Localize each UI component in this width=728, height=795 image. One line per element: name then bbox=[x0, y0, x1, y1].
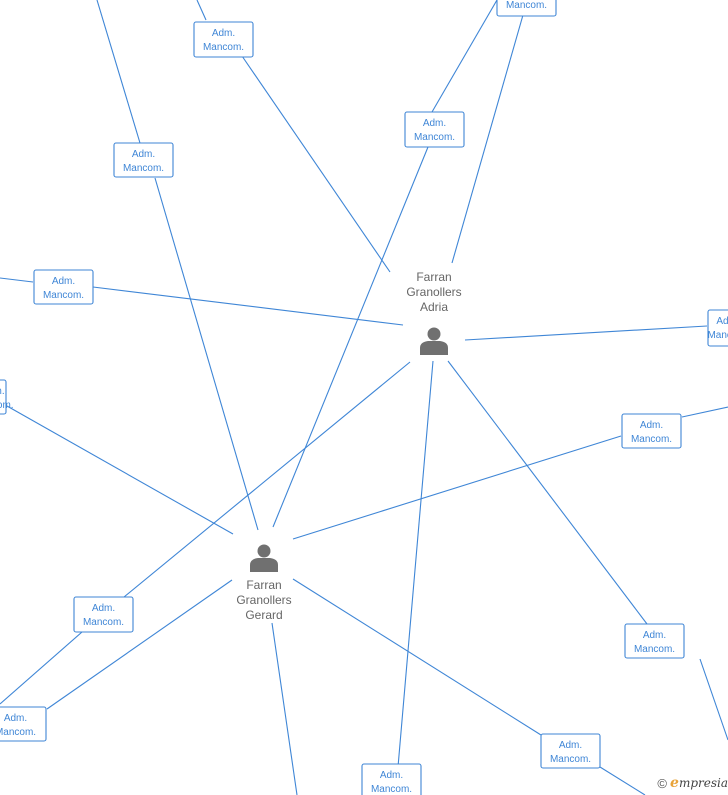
edge-line bbox=[96, 0, 141, 144]
role-box-adm-mancom[interactable]: Adm. Mancom. bbox=[0, 706, 47, 742]
role-label-line2: Mancom. bbox=[414, 132, 455, 143]
role-box-adm-mancom[interactable]: Adm. Mancom. bbox=[361, 763, 422, 795]
person-name-line: Adria bbox=[420, 300, 448, 314]
person-name-line: Gerard bbox=[245, 608, 282, 622]
role-label-line2: Mancom. bbox=[43, 290, 84, 301]
role-label-line2: Mancom. bbox=[83, 617, 124, 628]
role-label-line2: Mancom. bbox=[631, 434, 672, 445]
edge-line bbox=[6, 405, 234, 535]
edge-line bbox=[196, 0, 207, 21]
role-box-frame bbox=[0, 379, 7, 415]
edge-line bbox=[0, 631, 83, 705]
edge-line bbox=[292, 578, 542, 736]
person-name-line: Farran bbox=[416, 270, 451, 284]
role-label-line2: Mancom. bbox=[506, 0, 547, 11]
role-box-adm-mancom[interactable]: Adm. Mancom. bbox=[33, 269, 94, 305]
edge-line bbox=[271, 622, 298, 795]
role-box-adm-mancom[interactable]: Adm. Mancom. bbox=[540, 733, 601, 769]
edge-line bbox=[241, 55, 391, 273]
edge-line bbox=[292, 435, 622, 540]
role-label-line1: Adm. bbox=[0, 386, 5, 397]
role-box-frame bbox=[624, 623, 685, 659]
role-box-adm-mancom[interactable]: Adm. Mancom. bbox=[624, 623, 685, 659]
person-name-line: Farran bbox=[246, 578, 281, 592]
role-box-frame bbox=[361, 763, 422, 795]
role-label-line2: Mancom. bbox=[0, 727, 36, 738]
role-box-frame bbox=[0, 706, 47, 742]
person-name-line: Granollers bbox=[406, 285, 461, 299]
role-box-frame bbox=[496, 0, 557, 17]
role-label-line1: Adm. bbox=[212, 28, 235, 39]
role-label-line2: Mancom. bbox=[0, 400, 14, 411]
edge-line bbox=[447, 360, 648, 625]
role-label-line1: Adm. bbox=[640, 420, 663, 431]
edge-line bbox=[699, 658, 728, 741]
role-box-adm-mancom[interactable]: Adm. Mancom. bbox=[73, 596, 134, 633]
role-box-adm-mancom[interactable]: Adm. Mancom. bbox=[193, 21, 254, 58]
copyright-symbol: © bbox=[657, 775, 668, 791]
edge-line bbox=[681, 406, 728, 418]
role-label-line1: Adm. bbox=[716, 316, 728, 327]
role-label-line2: Mancom. bbox=[550, 754, 591, 765]
edge-line bbox=[451, 14, 524, 264]
empresia-watermark: © empresia bbox=[657, 775, 728, 791]
person-icon bbox=[250, 544, 278, 572]
role-label-line2: Mancom. bbox=[634, 644, 675, 655]
edge-line bbox=[0, 277, 34, 283]
role-label-line1: Adm. bbox=[559, 740, 582, 751]
role-label-line1: Adm. bbox=[643, 630, 666, 641]
role-label-line1: Adm. bbox=[92, 603, 115, 614]
role-box-adm-mancom[interactable]: Adm. Mancom. bbox=[621, 413, 682, 449]
edge-line bbox=[46, 579, 233, 710]
role-label-line1: Adm. bbox=[132, 149, 155, 160]
role-label-line1: Adm. bbox=[52, 276, 75, 287]
role-box-adm-mancom[interactable]: Adm. Mancom. bbox=[113, 142, 174, 178]
role-label-line2: Mancom. bbox=[707, 330, 728, 341]
role-label-line1: Adm. bbox=[423, 118, 446, 129]
edge-line bbox=[599, 766, 646, 795]
role-box-frame bbox=[33, 269, 94, 305]
role-box-adm-mancom[interactable]: Adm.Mancom. bbox=[496, 0, 557, 17]
edge-line bbox=[272, 146, 429, 528]
role-box-adm-mancom[interactable]: Adm. Mancom. bbox=[707, 309, 728, 347]
edge-line bbox=[92, 286, 404, 326]
person-name-line: Granollers bbox=[236, 593, 291, 607]
brand-logo: empresia bbox=[670, 775, 728, 791]
edge-line bbox=[123, 361, 411, 598]
role-label-line2: Mancom. bbox=[371, 784, 412, 795]
role-box-adm-mancom[interactable]: Adm. Mancom. bbox=[404, 111, 465, 148]
role-box-frame bbox=[193, 21, 254, 58]
edge-line bbox=[431, 0, 498, 113]
edge-line bbox=[154, 177, 259, 531]
role-box-frame bbox=[621, 413, 682, 449]
role-box-adm-mancom[interactable]: Adm. Mancom. bbox=[0, 379, 14, 415]
role-label-line2: Mancom. bbox=[203, 42, 244, 53]
role-label-line2: Mancom. bbox=[123, 163, 164, 174]
role-box-frame bbox=[73, 596, 134, 633]
role-label-line1: Adm. bbox=[380, 770, 403, 781]
role-box-frame bbox=[540, 733, 601, 769]
role-label-line1: Adm. bbox=[4, 713, 27, 724]
edge-line bbox=[464, 325, 708, 341]
role-box-frame bbox=[707, 309, 728, 347]
role-box-frame bbox=[113, 142, 174, 178]
role-box-frame bbox=[404, 111, 465, 148]
edge-line bbox=[397, 360, 434, 768]
person-icon bbox=[420, 327, 448, 355]
